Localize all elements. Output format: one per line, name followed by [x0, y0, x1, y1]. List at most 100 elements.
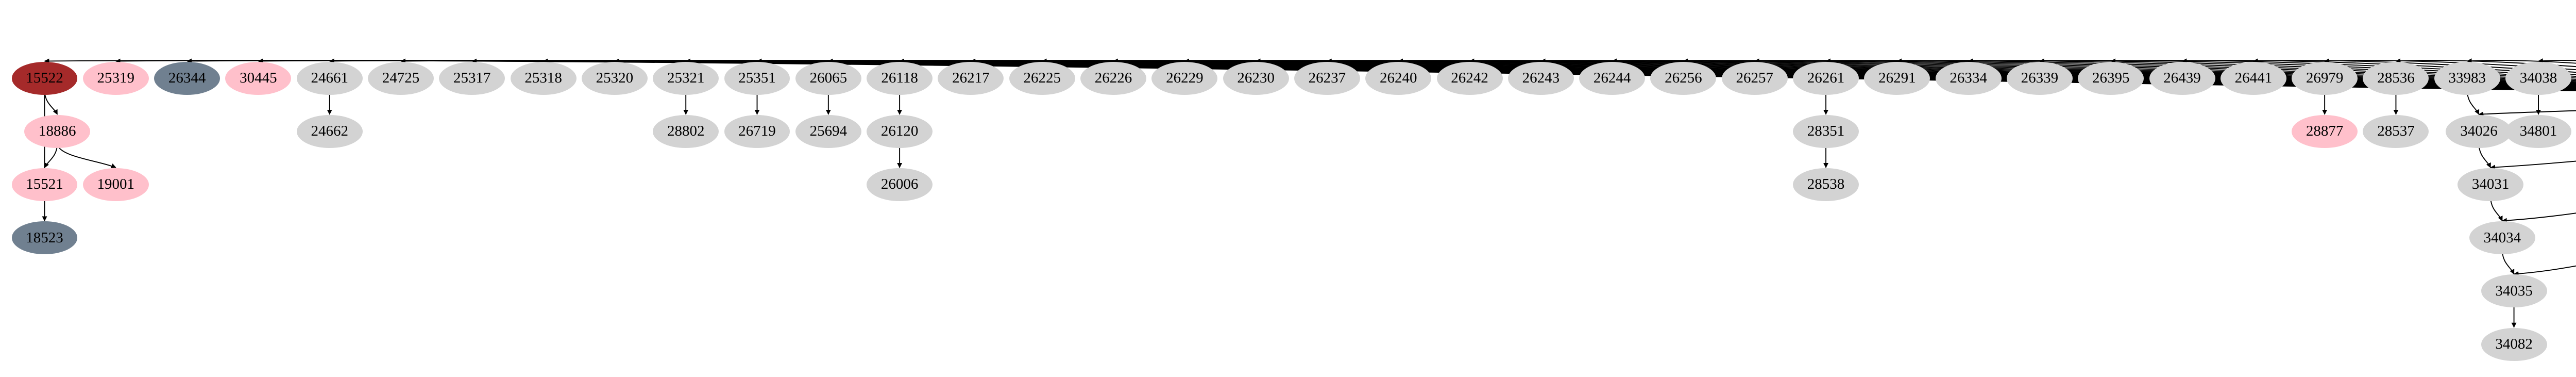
node-label: 34031: [2471, 176, 2510, 193]
graph-node-24661[interactable]: 24661: [296, 61, 363, 95]
graph-node-26439[interactable]: 26439: [2149, 61, 2215, 95]
node-label: 25694: [809, 123, 848, 140]
graph-node-26229[interactable]: 26229: [1151, 61, 1218, 95]
graph-node-34031[interactable]: 34031: [2458, 168, 2524, 201]
graph-node-28351[interactable]: 28351: [1793, 114, 1859, 148]
graph-node-26719[interactable]: 26719: [724, 114, 790, 148]
node-label: 18523: [26, 229, 63, 246]
graph-node-25318[interactable]: 25318: [510, 61, 577, 95]
graph-node-26257[interactable]: 26257: [1721, 61, 1788, 95]
node-label: 26334: [1950, 70, 1987, 86]
graph-node-30445[interactable]: 30445: [225, 61, 292, 95]
graph-node-34035[interactable]: 34035: [2481, 274, 2547, 308]
graph-node-24662[interactable]: 24662: [296, 114, 363, 148]
node-label: 33983: [2448, 70, 2486, 86]
graph-node-26334[interactable]: 26334: [1935, 61, 2002, 95]
node-label: 26256: [1665, 70, 1702, 86]
node-label: 28536: [2377, 70, 2415, 86]
graph-node-28537[interactable]: 28537: [2363, 114, 2429, 148]
graph-node-26291[interactable]: 26291: [1864, 61, 1930, 95]
graph-node-26441[interactable]: 26441: [2220, 61, 2286, 95]
node-label: 26979: [2306, 70, 2344, 86]
graph-node-26006[interactable]: 26006: [867, 168, 933, 201]
graph-node-25317[interactable]: 25317: [439, 61, 505, 95]
node-label: 34026: [2460, 123, 2498, 140]
graph-node-26242[interactable]: 26242: [1436, 61, 1503, 95]
graph-node-28536[interactable]: 28536: [2363, 61, 2429, 95]
node-label: 26344: [168, 70, 206, 86]
graph-node-26118[interactable]: 26118: [867, 61, 933, 95]
node-label: 28538: [1807, 176, 1845, 193]
graph-node-34082[interactable]: 34082: [2481, 327, 2547, 361]
node-label: 28877: [2306, 123, 2344, 140]
graph-node-26230[interactable]: 26230: [1223, 61, 1289, 95]
node-label: 34034: [2483, 229, 2521, 246]
node-label: 26120: [880, 123, 919, 140]
node-label: 25321: [667, 70, 705, 86]
graph-node-26240[interactable]: 26240: [1365, 61, 1432, 95]
node-label: 18886: [39, 123, 76, 140]
node-label: 24662: [311, 123, 348, 140]
graph-node-26065[interactable]: 26065: [795, 61, 861, 95]
node-label: 26257: [1736, 70, 1773, 86]
graph-node-15522[interactable]: 15522: [11, 61, 78, 95]
graph-node-34026[interactable]: 34026: [2446, 114, 2512, 148]
node-label: 26242: [1451, 70, 1488, 86]
graph-node-26237[interactable]: 26237: [1294, 61, 1360, 95]
node-label: 26217: [952, 70, 990, 86]
graph-node-18523[interactable]: 18523: [11, 221, 78, 255]
graph-node-26243[interactable]: 26243: [1507, 61, 1574, 95]
node-label: 26240: [1379, 70, 1417, 86]
graph-node-26244[interactable]: 26244: [1579, 61, 1646, 95]
graph-node-25694[interactable]: 25694: [795, 114, 861, 148]
graph-node-25319[interactable]: 25319: [82, 61, 149, 95]
graph-node-28877[interactable]: 28877: [2292, 114, 2358, 148]
graph-node-26217[interactable]: 26217: [938, 61, 1004, 95]
graph-node-19001[interactable]: 19001: [82, 168, 149, 201]
node-label: 15521: [26, 176, 63, 193]
node-label: 28537: [2377, 123, 2415, 140]
node-label: 26225: [1023, 70, 1061, 86]
node-label: 34035: [2495, 282, 2533, 299]
graph-node-15521[interactable]: 15521: [11, 168, 78, 201]
node-label: 26441: [2234, 70, 2273, 86]
node-label: 26118: [881, 70, 918, 86]
node-label: 26439: [2163, 70, 2201, 86]
node-label: 19001: [97, 176, 135, 193]
node-label: 30445: [240, 70, 277, 86]
node-label: 24661: [311, 70, 348, 86]
graph-node-26256[interactable]: 26256: [1650, 61, 1717, 95]
graph-node-26226[interactable]: 26226: [1080, 61, 1146, 95]
graph-node-26979[interactable]: 26979: [2292, 61, 2358, 95]
graph-node-26225[interactable]: 26225: [1009, 61, 1075, 95]
graph-node-34034[interactable]: 34034: [2469, 221, 2535, 255]
node-label: 26339: [2021, 70, 2059, 86]
node-label: 26291: [1878, 70, 1916, 86]
node-label: 26230: [1237, 70, 1275, 86]
graph-node-26261[interactable]: 26261: [1793, 61, 1859, 95]
graph-node-18886[interactable]: 18886: [24, 114, 91, 148]
node-label: 34801: [2519, 123, 2557, 140]
graph-node-25320[interactable]: 25320: [581, 61, 648, 95]
node-label: 25318: [524, 70, 562, 86]
node-label: 26006: [880, 176, 919, 193]
node-label: 26244: [1593, 70, 1631, 86]
node-label: 34038: [2519, 70, 2557, 86]
node-label: 25319: [97, 70, 135, 86]
graph-node-26120[interactable]: 26120: [867, 114, 933, 148]
graph-node-26395[interactable]: 26395: [2078, 61, 2144, 95]
graph-node-26344[interactable]: 26344: [154, 61, 221, 95]
graph-node-28538[interactable]: 28538: [1793, 168, 1859, 201]
node-label: 28802: [667, 123, 705, 140]
graph-node-28802[interactable]: 28802: [653, 114, 719, 148]
graph-node-34801[interactable]: 34801: [2505, 114, 2572, 148]
graph-node-24725[interactable]: 24725: [368, 61, 434, 95]
graph-node-26339[interactable]: 26339: [2006, 61, 2073, 95]
graph-node-33983[interactable]: 33983: [2434, 61, 2500, 95]
node-label: 24725: [382, 70, 420, 86]
graph-node-34038[interactable]: 34038: [2505, 61, 2572, 95]
graph-node-25321[interactable]: 25321: [653, 61, 719, 95]
graph-node-25351[interactable]: 25351: [724, 61, 790, 95]
